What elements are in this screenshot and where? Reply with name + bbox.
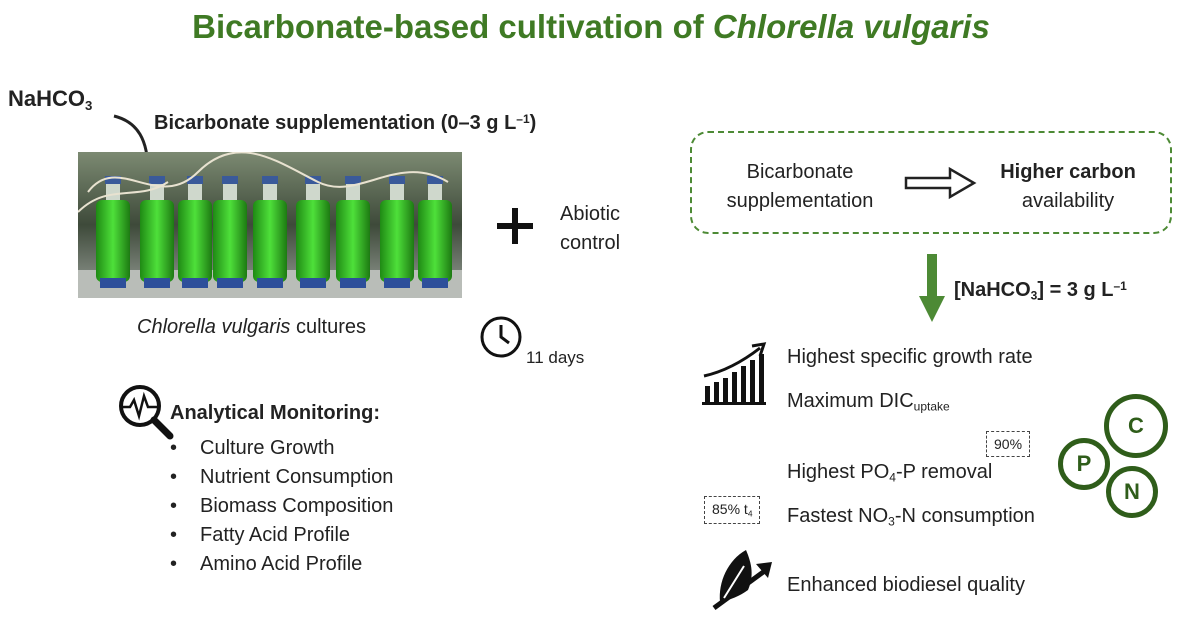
reagent-label: NaHCO3 [8,86,92,113]
result-no3: Fastest NO3-N consumption [787,505,1035,529]
culture-bottle [418,176,452,288]
abiotic-line1: Abiotic [559,203,621,225]
leaf-arrow-icon [712,550,772,611]
box-left-line1: Bicarbonate [746,161,854,183]
box-left-text: Bicarbonate supplementation [700,158,900,216]
po4-pre: Highest PO [787,461,890,483]
culture-bottle [380,176,414,288]
box-right-line1: Higher carbon [1000,161,1136,183]
page-title: Bicarbonate-based cultivation of Chlorel… [0,8,1182,46]
culture-bottles-photo [78,152,462,298]
phosphorus-circle: P [1058,438,1110,490]
supplementation-label: Bicarbonate supplementation (0–3 g L–1) [154,112,536,135]
list-item: Culture Growth [170,437,393,466]
list-item: Fatty Acid Profile [170,524,393,553]
caption-species: Chlorella vulgaris [137,316,291,338]
culture-caption: Chlorella vulgaris cultures [137,316,366,339]
supplementation-exp: –1 [516,112,530,126]
bar-chart-up-icon [702,342,767,405]
hollow-right-arrow-icon [904,166,977,200]
dic-sub: uptake [913,399,950,414]
result-biodiesel: Enhanced biodiesel quality [787,574,1025,596]
concentration-label: [NaHCO3] = 3 g L–1 [954,279,1127,303]
title-species: Chlorella vulgaris [712,8,990,45]
supplementation-text: Bicarbonate supplementation (0–3 g L [154,112,517,134]
bottles-illustration [78,152,462,298]
carbon-circle: C [1104,394,1168,458]
abiotic-control-label: Abiotic control [548,200,632,258]
no3-pct-sub: 4 [747,508,753,519]
magnifier-pulse-icon [119,385,174,440]
culture-bottle [213,176,247,288]
po4-post: -P removal [895,461,993,483]
reagent-base: NaHCO [8,86,86,111]
supplementation-close: ) [529,112,537,134]
dic-text: Maximum DIC [787,390,914,412]
no3-sub: 3 [888,514,895,529]
list-item: Nutrient Consumption [170,466,393,495]
box-right-line2: availability [1021,190,1115,212]
analysis-heading: Analytical Monitoring: [170,402,380,424]
plus-icon [497,208,533,244]
result-po4: Highest PO4-P removal [787,461,992,485]
duration-label: 11 days [526,348,585,367]
conc-mid: ] = 3 g L [1037,279,1114,301]
abiotic-line2: control [559,232,621,254]
culture-bottle [336,176,370,288]
carbon-availability-box [690,131,1172,234]
no3-pre: Fastest NO [787,505,889,527]
culture-bottle [96,176,130,288]
box-right-text: Higher carbon availability [978,158,1158,216]
conc-pre: [NaHCO [954,279,1031,301]
conc-exp: –1 [1113,279,1127,293]
culture-bottle [178,176,212,288]
no3-pct-text: 85% t [712,501,748,517]
down-arrow-icon [919,254,945,322]
analysis-list: Culture Growth Nutrient Consumption Biom… [170,437,393,582]
po4-percent-badge: 90% [986,431,1031,457]
reagent-sub: 3 [85,97,93,113]
clock-icon [480,316,522,358]
title-main: Bicarbonate-based cultivation of [192,8,713,45]
list-item: Amino Acid Profile [170,553,393,582]
box-left-line2: supplementation [726,190,874,212]
culture-bottle [253,176,287,288]
caption-rest: cultures [290,316,366,338]
conc-sub: 3 [1030,288,1038,303]
list-item: Biomass Composition [170,495,393,524]
no3-percent-badge: 85% t4 [704,496,761,524]
culture-bottle [140,176,174,288]
nitrogen-circle: N [1106,466,1158,518]
no3-post: -N consumption [894,505,1035,527]
result-dic: Maximum DICuptake [787,390,950,414]
po4-sub: 4 [889,470,896,485]
result-growth: Highest specific growth rate [787,346,1033,368]
